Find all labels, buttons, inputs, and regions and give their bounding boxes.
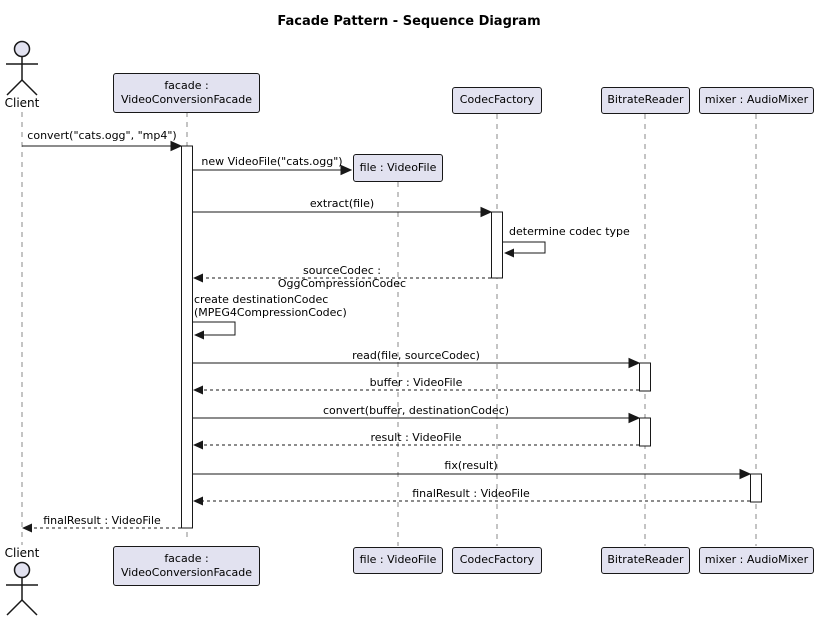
participant-facade-bottom: facade : VideoConversionFacade — [113, 546, 260, 586]
bitratereader-activation-2 — [639, 417, 651, 447]
participant-facade-top: facade : VideoConversionFacade — [113, 73, 260, 113]
client-actor-bottom-icon — [6, 561, 38, 616]
message-buffer-return: buffer : VideoFile — [369, 376, 463, 389]
message-convert-buffer: convert(buffer, destinationCodec) — [322, 404, 510, 417]
message-final-result-client: finalResult : VideoFile — [43, 514, 161, 527]
determine-codec-loop — [503, 241, 546, 254]
participant-bitratereader-top: BitrateReader — [601, 87, 690, 114]
mixer-activation — [750, 473, 762, 503]
diagram-title: Facade Pattern - Sequence Diagram — [277, 14, 541, 29]
facade-activation — [181, 145, 193, 529]
return-arrows — [25, 277, 750, 529]
return-arrowheads — [22, 273, 203, 533]
call-arrows — [22, 140, 752, 480]
message-new-videofile: new VideoFile("cats.ogg") — [201, 155, 343, 168]
message-final-result-return: finalResult : VideoFile — [412, 487, 530, 500]
activation-bars — [181, 145, 762, 529]
client-label-bottom: Client — [4, 546, 40, 560]
participant-codecfactory-top: CodecFactory — [452, 87, 542, 114]
message-determine: determine codec type — [509, 225, 630, 238]
participant-mixer-top: mixer : AudioMixer — [699, 87, 814, 114]
client-label-top: Client — [4, 96, 40, 110]
codecfactory-activation — [491, 211, 503, 279]
message-result-return: result : VideoFile — [370, 431, 462, 444]
message-create-destination: create destinationCodec (MPEG4Compressio… — [194, 293, 347, 320]
message-source-codec-return: sourceCodec : OggCompressionCodec — [277, 264, 407, 291]
participant-file-bottom: file : VideoFile — [353, 547, 443, 574]
message-read: read(file, sourceCodec) — [352, 349, 480, 362]
message-convert: convert("cats.ogg", "mp4") — [27, 129, 177, 142]
message-extract: extract(file) — [309, 197, 375, 210]
participant-bitratereader-bottom: BitrateReader — [601, 547, 690, 574]
create-destination-loop — [193, 321, 236, 336]
participant-codecfactory-bottom: CodecFactory — [452, 547, 542, 574]
client-actor-top-icon — [6, 40, 38, 96]
participant-mixer-bottom: mixer : AudioMixer — [699, 547, 814, 574]
participant-file-created: file : VideoFile — [353, 154, 443, 182]
self-message-loops — [193, 241, 546, 340]
message-fix: fix(result) — [444, 459, 498, 472]
bitratereader-activation-1 — [639, 362, 651, 392]
